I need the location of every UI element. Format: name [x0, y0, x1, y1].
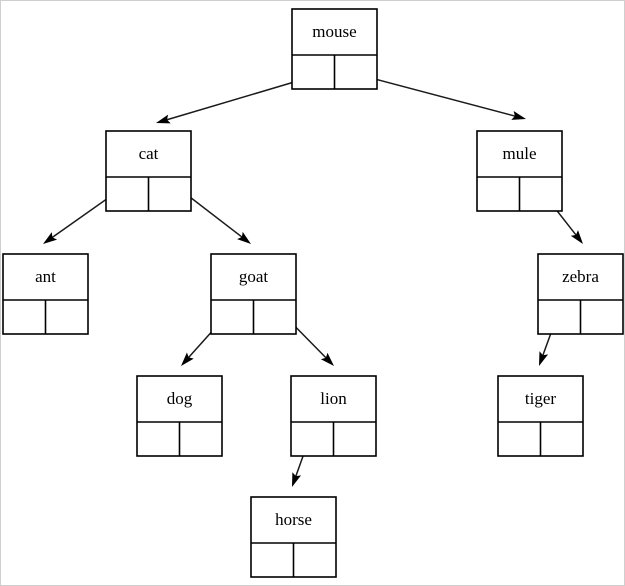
node-right-pointer-cell[interactable]: [334, 422, 377, 456]
node-label: zebra: [562, 267, 599, 286]
tree-node-goat[interactable]: goat: [210, 253, 297, 335]
tree-node-horse[interactable]: horse: [250, 496, 337, 578]
node-right-pointer-cell[interactable]: [581, 300, 624, 334]
arrow-head-icon: [43, 232, 58, 244]
node-right-pointer-cell[interactable]: [520, 177, 563, 211]
node-label: mouse: [312, 22, 356, 41]
node-label: lion: [320, 389, 347, 408]
tree-node-ant[interactable]: ant: [2, 253, 89, 335]
node-left-pointer-cell[interactable]: [538, 300, 581, 334]
tree-node-lion[interactable]: lion: [290, 375, 377, 457]
node-left-pointer-cell[interactable]: [477, 177, 520, 211]
node-right-pointer-cell[interactable]: [149, 177, 192, 211]
node-left-pointer-cell[interactable]: [106, 177, 149, 211]
arrow-head-icon: [237, 231, 251, 244]
node-label: dog: [167, 389, 193, 408]
node-left-pointer-cell[interactable]: [3, 300, 46, 334]
arrow-head-icon: [292, 472, 302, 487]
node-left-pointer-cell[interactable]: [211, 300, 254, 334]
edge-line: [355, 73, 516, 117]
edge-mouse-right-mule: [355, 73, 526, 120]
node-label: horse: [275, 510, 312, 529]
node-right-pointer-cell[interactable]: [46, 300, 89, 334]
nodes-layer: mouse cat mule ant goat zebra dog lion tiger hors…: [2, 8, 624, 578]
arrow-head-icon: [539, 351, 549, 366]
node-right-pointer-cell[interactable]: [335, 55, 378, 89]
node-label: goat: [239, 267, 269, 286]
arrow-head-icon: [181, 352, 194, 366]
node-right-pointer-cell[interactable]: [180, 422, 223, 456]
edge-mouse-left-cat: [156, 76, 312, 124]
tree-node-tiger[interactable]: tiger: [497, 375, 584, 457]
node-label: mule: [503, 144, 537, 163]
edge-line: [166, 76, 312, 121]
node-left-pointer-cell[interactable]: [292, 55, 335, 89]
tree-node-zebra[interactable]: zebra: [537, 253, 624, 335]
node-left-pointer-cell[interactable]: [498, 422, 541, 456]
arrow-head-icon: [570, 230, 583, 244]
node-right-pointer-cell[interactable]: [294, 543, 337, 577]
tree-node-mule[interactable]: mule: [476, 130, 563, 212]
node-left-pointer-cell[interactable]: [291, 422, 334, 456]
arrow-head-icon: [320, 352, 334, 366]
node-left-pointer-cell[interactable]: [137, 422, 180, 456]
node-label: ant: [35, 267, 56, 286]
node-label: tiger: [525, 389, 556, 408]
tree-node-cat[interactable]: cat: [105, 130, 192, 212]
arrow-head-icon: [156, 114, 171, 124]
node-label: cat: [139, 144, 159, 163]
arrow-head-icon: [511, 110, 526, 120]
node-right-pointer-cell[interactable]: [541, 422, 584, 456]
node-right-pointer-cell[interactable]: [254, 300, 297, 334]
tree-node-mouse[interactable]: mouse: [291, 8, 378, 90]
node-left-pointer-cell[interactable]: [251, 543, 294, 577]
tree-node-dog[interactable]: dog: [136, 375, 223, 457]
